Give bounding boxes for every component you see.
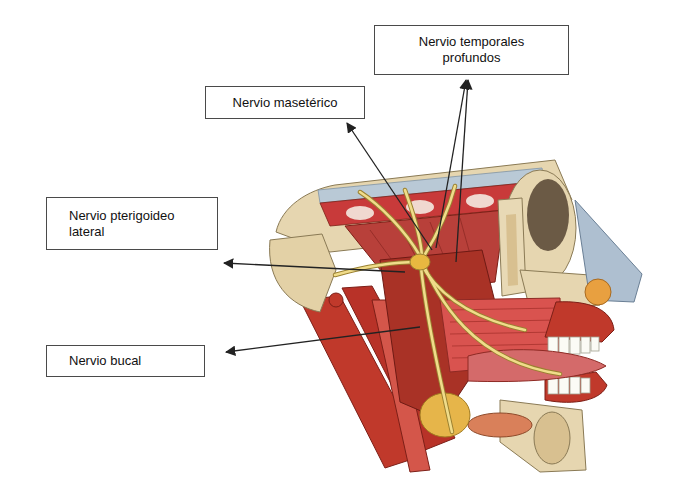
label-box: Nervio temporales profundos bbox=[374, 25, 569, 75]
nerve-label: Nervio pterigoideo lateral bbox=[69, 208, 199, 240]
label-box: Nervio bucal bbox=[46, 345, 205, 377]
label-box: Nervio pterigoideo lateral bbox=[46, 197, 218, 250]
nerve-label: Nervio masetérico bbox=[233, 95, 338, 111]
leader-lines bbox=[224, 80, 468, 352]
nerve-label: Nervio temporales profundos bbox=[392, 34, 552, 66]
nerve-label: Nervio bucal bbox=[69, 353, 141, 369]
label-box: Nervio masetérico bbox=[205, 86, 365, 119]
